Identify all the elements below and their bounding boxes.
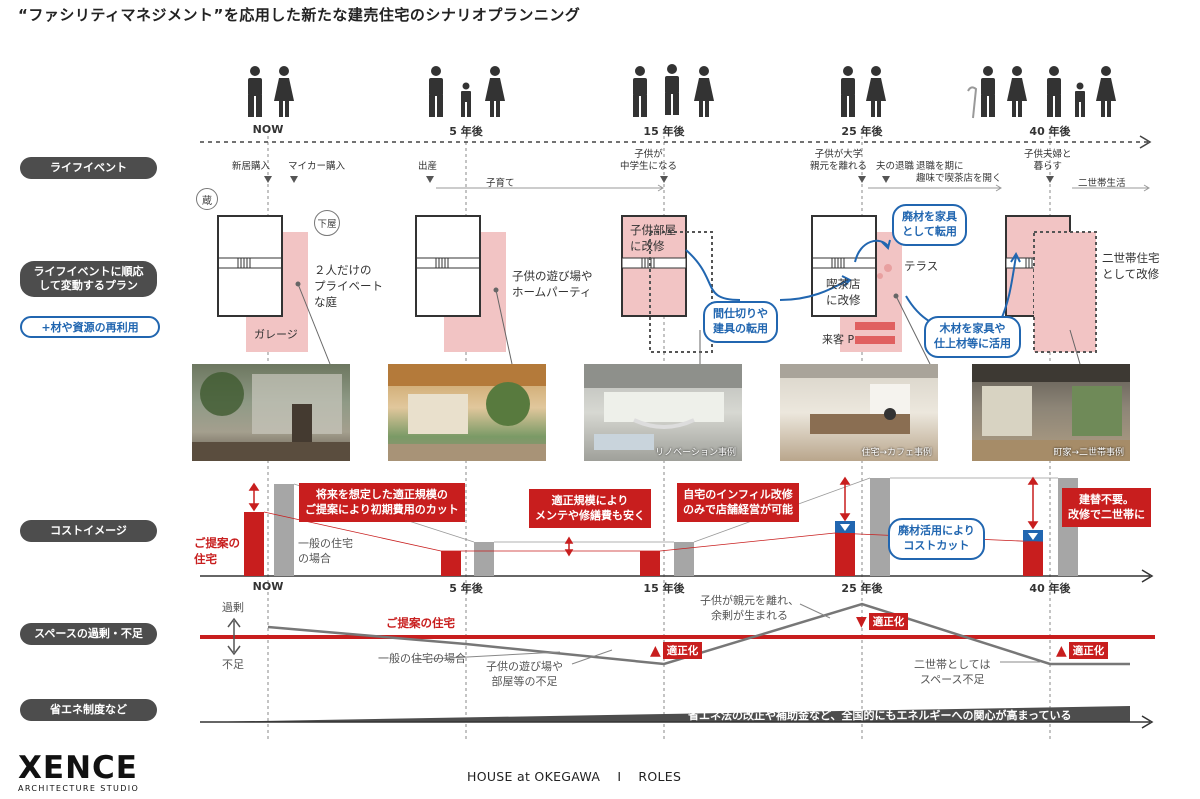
stage-label-now: NOW <box>252 123 284 136</box>
photo-now <box>192 364 350 461</box>
guest-parking-label: 来客 P <box>822 333 855 346</box>
space-excess-label: 過剰 <box>222 601 244 614</box>
stage-label-5y: 5 年後 <box>449 125 483 138</box>
reuse-wood-note: 木材を家具や 仕上材等に活用 <box>924 316 1021 358</box>
row-label-reuse: +材や資源の再利用 <box>20 316 160 338</box>
cost-note-infill: 自宅のインフィル改修 のみで店舗経営が可能 <box>677 483 799 522</box>
row-label-life-event: ライフイベント <box>20 157 157 179</box>
cost-general-label: 一般の住宅 の場合 <box>298 537 353 565</box>
cost-tick-15y: 15 年後 <box>643 582 685 595</box>
garage-label: ガレージ <box>254 328 298 341</box>
adjust-badge-15y: ▲適正化 <box>650 642 703 659</box>
event-live-with: 子供夫婦と 暮らす <box>1024 149 1072 172</box>
reuse-furniture-note: 廃材を家具 として転用 <box>892 204 967 246</box>
family-icons <box>248 64 1116 117</box>
photo-40y: 町家→二世帯事例 <box>972 364 1130 461</box>
logo-sub-text: ARCHITECTURE STUDIO <box>18 784 140 793</box>
storehouse-tag: 蔵 <box>196 188 218 210</box>
cost-tick-25y: 25 年後 <box>841 582 883 595</box>
down-arrow-icon: ▼ <box>856 613 867 630</box>
event-leave-home: 子供が大学 親元を離れる <box>810 149 868 172</box>
logo-main-text: XENCE <box>18 750 138 786</box>
adjust-badge-40y: ▲適正化 <box>1056 642 1109 659</box>
energy-note: 省エネ法の改正や補助金など、全国的にもエネルギーへの関心が高まっている <box>688 709 1072 722</box>
top-timeline <box>200 135 1152 149</box>
footer-text: HOUSE at OKEGAWA I ROLES <box>467 769 682 784</box>
event-car: マイカー購入 <box>288 161 346 172</box>
terrace-label: テラス <box>904 259 939 273</box>
space-general-label: 一般の住宅の場合 <box>378 652 466 665</box>
life-event-arrows <box>436 184 1150 192</box>
5y-plan-note: 子供の遊び場や ホームパーティ <box>512 269 593 300</box>
stage-label-40y: 40 年後 <box>1029 125 1071 138</box>
event-retire: 夫の退職 <box>876 161 915 172</box>
photo-25y: 住宅→カフェ事例 <box>780 364 938 461</box>
event-cafe: 退職を期に 趣味で喫茶店を開く <box>916 161 1002 184</box>
row-label-cost: コストイメージ <box>20 520 157 542</box>
stage-label-25y: 25 年後 <box>841 125 883 138</box>
space-proposed-label: ご提案の住宅 <box>386 616 455 630</box>
cafe-room-note: 喫茶店 に改修 <box>826 277 861 308</box>
cost-note-reuse: 廃材活用により コストカット <box>888 518 985 560</box>
adjust-badge-25y: ▼適正化 <box>856 613 909 630</box>
cost-tick-40y: 40 年後 <box>1029 582 1071 595</box>
row-label-space: スペースの過剰・不足 <box>20 623 157 645</box>
cost-tick-5y: 5 年後 <box>449 582 483 595</box>
event-two-gen: 二世帯生活 <box>1078 178 1126 189</box>
proposed-cost-bars <box>244 512 1043 576</box>
up-arrow-icon: ▲ <box>1056 642 1067 659</box>
kids-room-note: 子供部屋 に改修 <box>630 223 676 254</box>
cost-tick-now: NOW <box>252 580 284 593</box>
two-gen-plan-note: 二世帯住宅 として改修 <box>1102 251 1160 282</box>
floor-plans <box>217 215 1097 353</box>
cost-proposed-label: ご提案の 住宅 <box>194 536 240 566</box>
space-note-shortage: 子供の遊び場や 部屋等の不足 <box>486 660 563 688</box>
photo-caption-machiya: 町家→二世帯事例 <box>1053 448 1124 458</box>
photo-caption-renovation: リノベーション事例 <box>655 448 736 458</box>
space-graph <box>200 602 1155 666</box>
leader-lines <box>295 281 1081 365</box>
cane-icon <box>967 86 978 119</box>
lower-house-tag: 下屋 <box>314 210 340 236</box>
event-middle-school: 子供が 中学生になる <box>620 149 678 172</box>
page-title: “ファシリティマネジメント”を応用した新たな建売住宅のシナリオプランニング <box>18 6 581 24</box>
event-birth: 出産 <box>418 161 438 172</box>
cost-reduction-marks <box>835 521 1043 542</box>
cost-note-no-rebuild: 建替不要。 改修で二世帯に <box>1062 488 1151 527</box>
now-plan-note: ２人だけの プライベート な庭 <box>314 263 383 310</box>
up-arrow-icon: ▲ <box>650 642 661 659</box>
event-new-home: 新居購入 <box>232 161 271 172</box>
cost-note-initial: 将来を想定した適正規模の ご提案により初期費用のカット <box>299 483 465 522</box>
reuse-partition-note: 間仕切りや 建具の転用 <box>703 301 778 343</box>
space-note-two-gen: 二世帯としては スペース不足 <box>914 658 991 686</box>
photo-15y: リノベーション事例 <box>584 364 742 461</box>
row-label-plan: ライフイベントに順応 して変動するプラン <box>20 261 157 297</box>
cost-note-maintenance: 適正規模により メンテや修繕費も安く <box>529 489 651 528</box>
photo-5y <box>388 364 546 461</box>
stage-label-15y: 15 年後 <box>643 125 685 138</box>
difference-arrows <box>248 476 1039 557</box>
energy-wedge <box>200 706 1154 729</box>
event-childcare: 子育て <box>486 178 515 189</box>
row-label-energy: 省エネ制度など <box>20 699 157 721</box>
xence-logo: XENCE ARCHITECTURE STUDIO <box>18 750 140 794</box>
space-note-surplus: 子供が親元を離れ、 余剰が生まれる <box>700 594 800 622</box>
event-markers <box>264 176 1054 183</box>
photo-caption-cafe: 住宅→カフェ事例 <box>861 448 932 458</box>
space-shortage-label: 不足 <box>222 658 244 671</box>
